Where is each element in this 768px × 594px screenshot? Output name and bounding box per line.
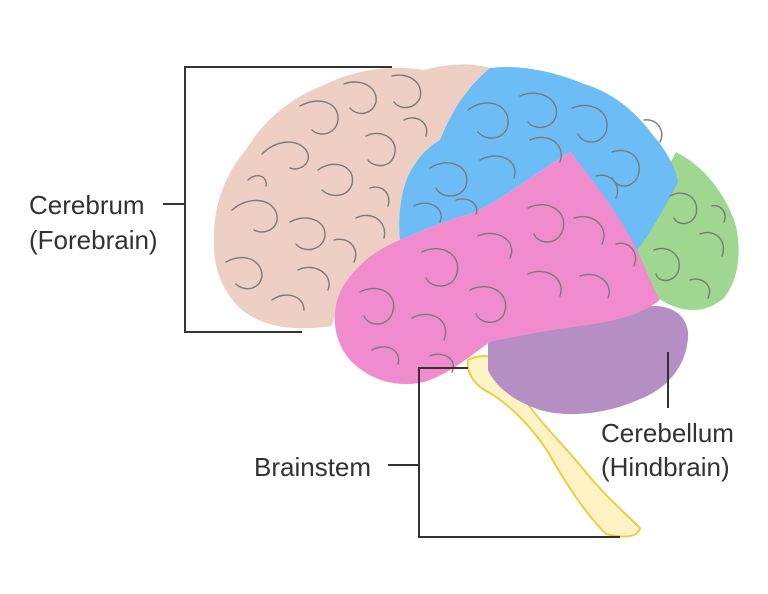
frontal-region bbox=[213, 64, 490, 329]
brainstem-label: Brainstem bbox=[254, 452, 371, 482]
forebrain-label: (Forebrain) bbox=[29, 225, 158, 255]
cerebellum-label: Cerebellum bbox=[601, 418, 734, 448]
parietal-region bbox=[399, 66, 678, 253]
hindbrain-label: (Hindbrain) bbox=[601, 452, 730, 482]
cerebrum-label: Cerebrum bbox=[29, 190, 145, 220]
cerebrum-bracket bbox=[184, 66, 392, 333]
cerebellum-region bbox=[488, 306, 689, 415]
brain-folds bbox=[225, 74, 726, 373]
brainstem-bracket bbox=[418, 367, 620, 538]
temporal-region bbox=[334, 152, 660, 385]
